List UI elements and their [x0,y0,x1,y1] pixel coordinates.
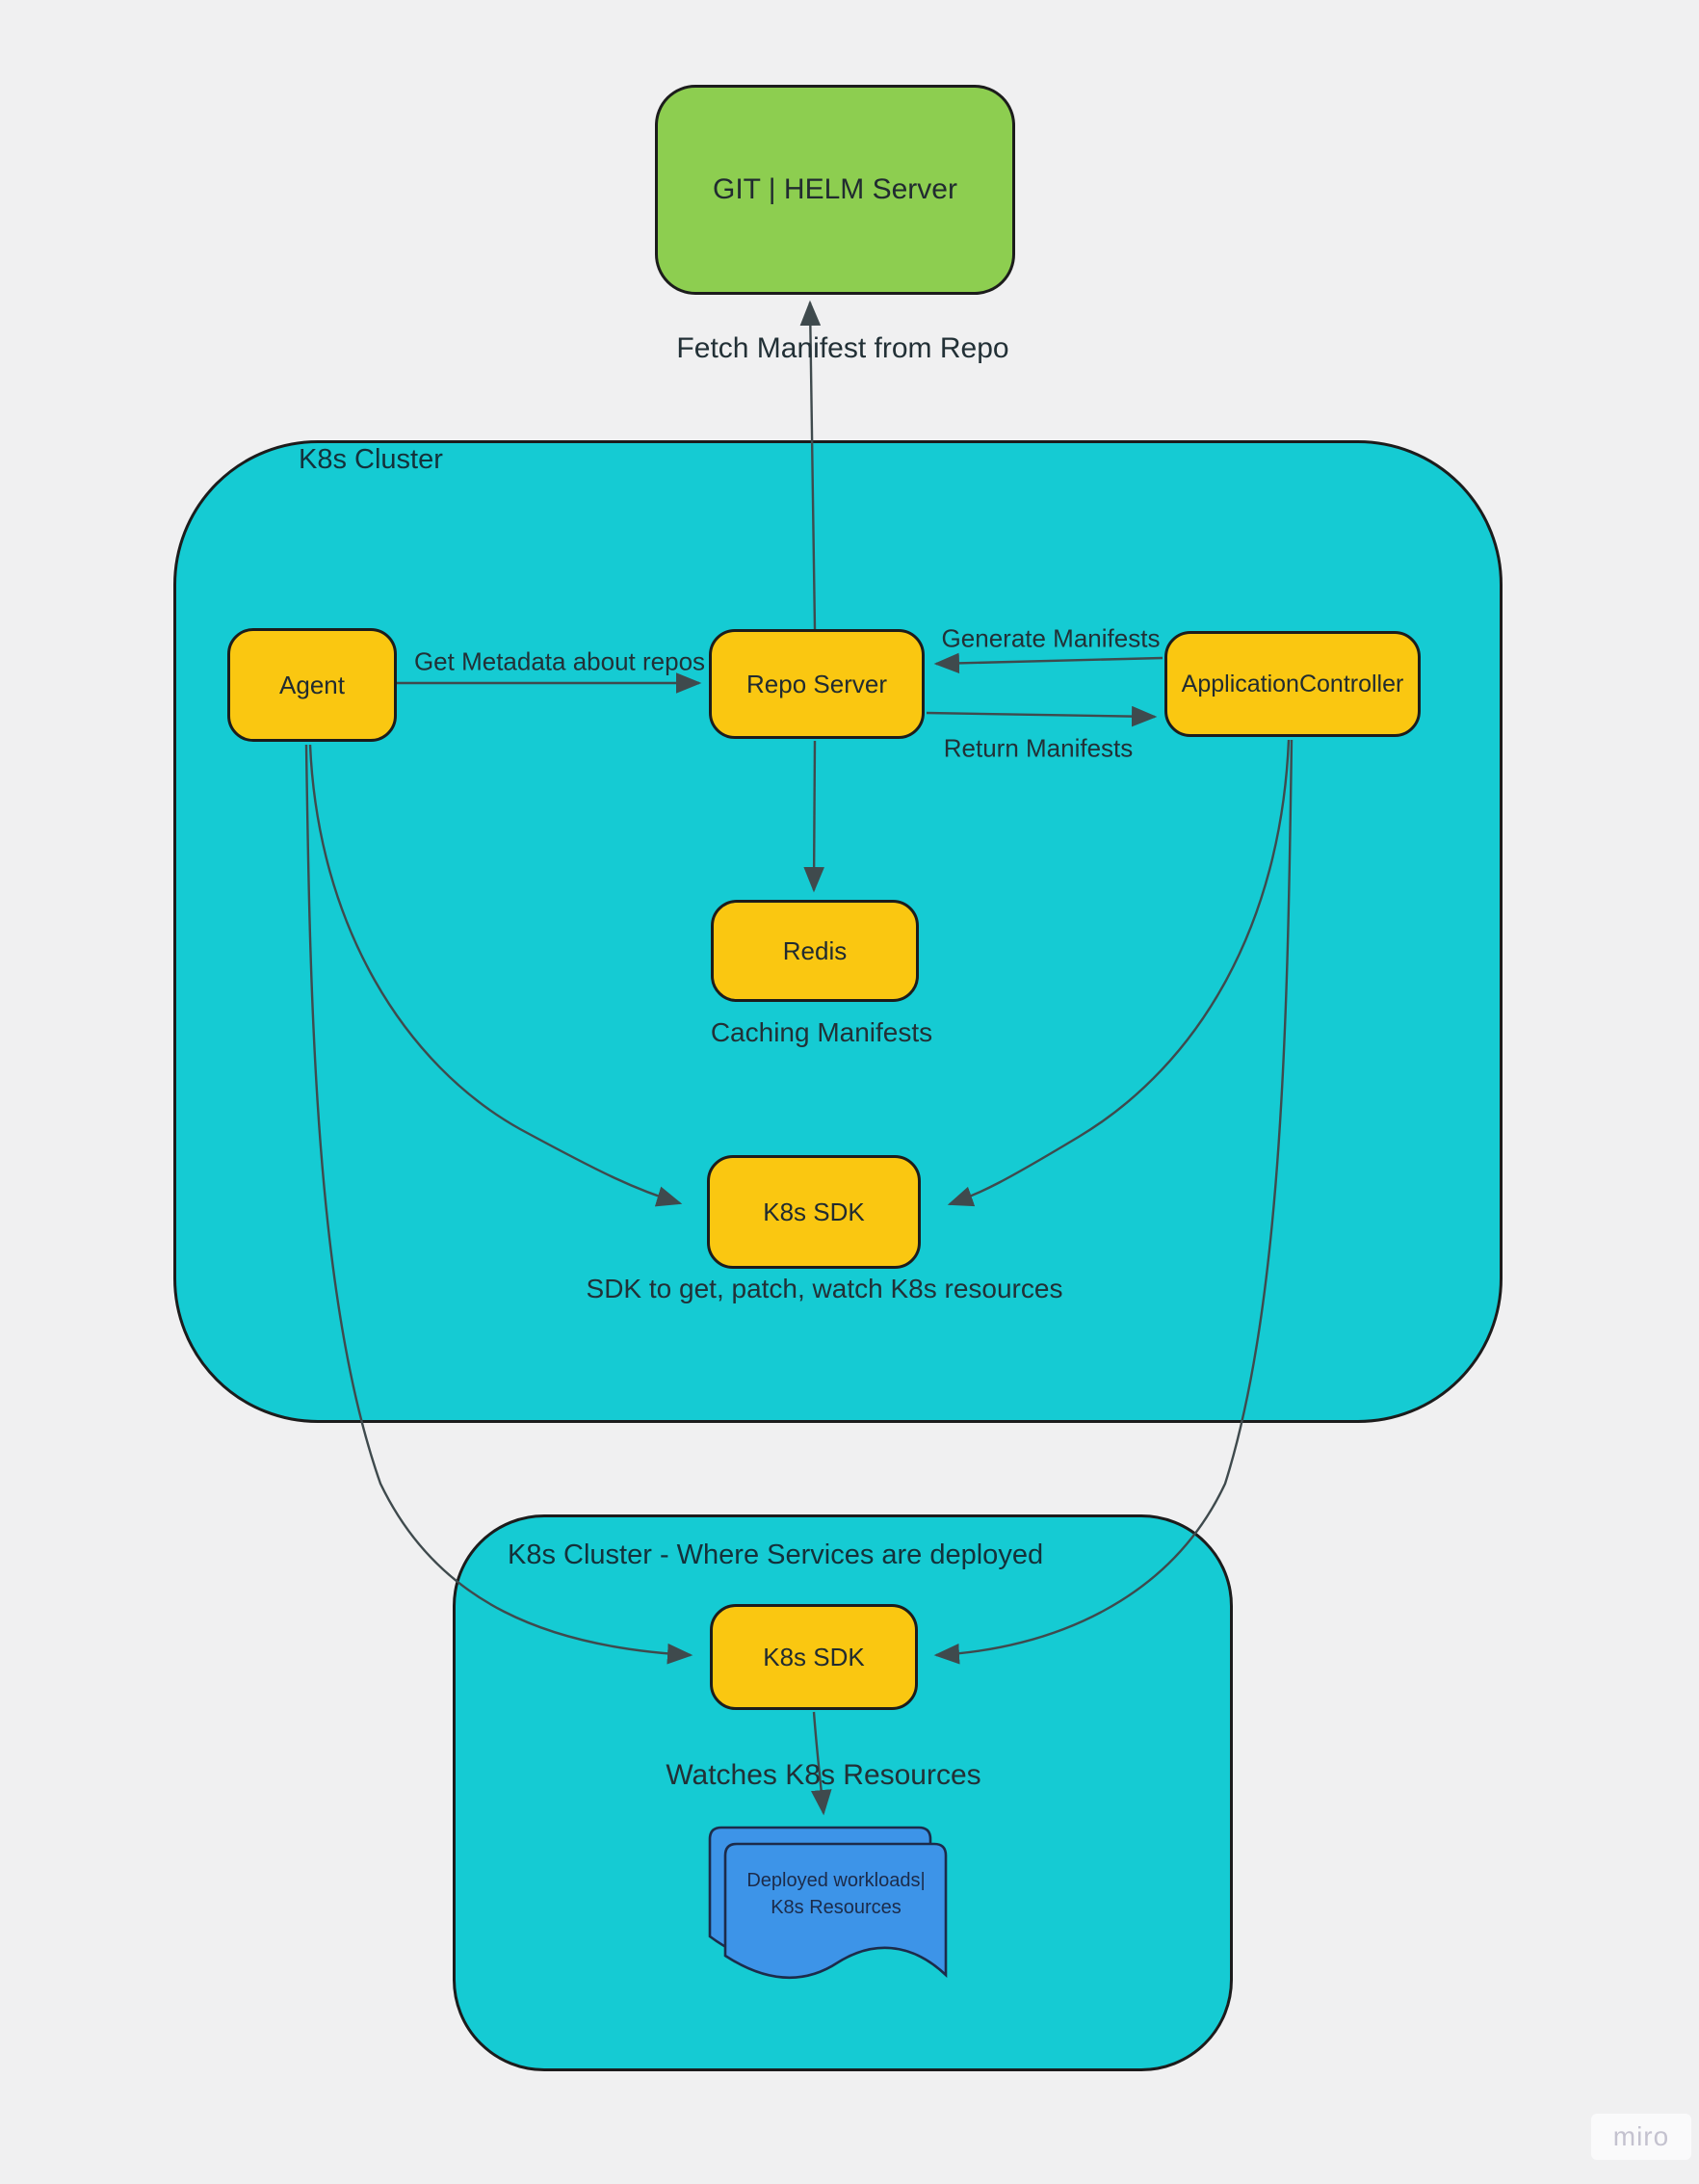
label-caching-manifests[interactable]: Caching Manifests [710,1017,933,1047]
workloads-doc-front-shape[interactable] [723,1842,948,1979]
edge-reposerver-to-redis[interactable] [803,740,824,893]
node-k8s-sdk-main-label: K8s SDK [763,1197,865,1226]
node-application-controller-label: ApplicationController [1181,670,1404,697]
edge-agent-to-sdk-main[interactable] [308,744,683,1207]
node-application-controller[interactable]: ApplicationController [1164,631,1421,737]
edge-sdk-deploy-to-workloads[interactable] [811,1711,832,1816]
workloads-doc-label-line2: K8s Resources [771,1897,902,1918]
workloads-doc-label-line1: Deployed workloads| [746,1870,926,1891]
edge-reposerver-to-appcontroller[interactable] [926,705,1158,727]
workloads-doc-label: Deployed workloads| K8s Resources [720,1867,952,1921]
cluster-k8s-main-label: K8s Cluster [299,444,443,475]
node-redis-label: Redis [782,935,848,965]
node-git-helm-server[interactable]: GIT | HELM Server [655,85,1015,295]
label-sdk-caption[interactable]: SDK to get, patch, watch K8s resources [586,1274,1063,1303]
node-repo-server-label: Repo Server [746,669,887,698]
node-agent-label: Agent [279,670,345,699]
node-k8s-sdk-deploy-label: K8s SDK [763,1642,865,1671]
miro-watermark: miro [1591,2114,1691,2160]
label-fetch-manifest[interactable]: Fetch Manifest from Repo [676,332,1009,364]
edge-appcontroller-to-sdk-deploy[interactable] [933,739,1294,1665]
node-k8s-sdk-main[interactable]: K8s SDK [707,1155,921,1269]
node-k8s-sdk-deploy[interactable]: K8s SDK [710,1604,918,1710]
edge-appcontroller-to-sdk-main[interactable] [947,739,1291,1207]
label-get-metadata[interactable]: Get Metadata about repos [413,646,706,676]
node-agent[interactable]: Agent [227,628,397,742]
node-redis[interactable]: Redis [711,900,919,1002]
label-return-manifests[interactable]: Return Manifests [943,733,1134,763]
node-repo-server[interactable]: Repo Server [709,629,925,739]
cluster-k8s-deploy-label: K8s Cluster - Where Services are deploye… [508,1539,1044,1570]
label-watches-resources[interactable]: Watches K8s Resources [666,1759,981,1791]
label-generate-manifests[interactable]: Generate Manifests [941,623,1161,653]
edge-appcontroller-to-reposerver[interactable] [933,652,1163,674]
node-git-helm-server-label: GIT | HELM Server [713,173,957,205]
edge-agent-to-sdk-deploy[interactable] [304,744,693,1665]
edge-reposerver-to-git[interactable] [799,300,822,630]
miro-watermark-label: miro [1612,2121,1670,2151]
